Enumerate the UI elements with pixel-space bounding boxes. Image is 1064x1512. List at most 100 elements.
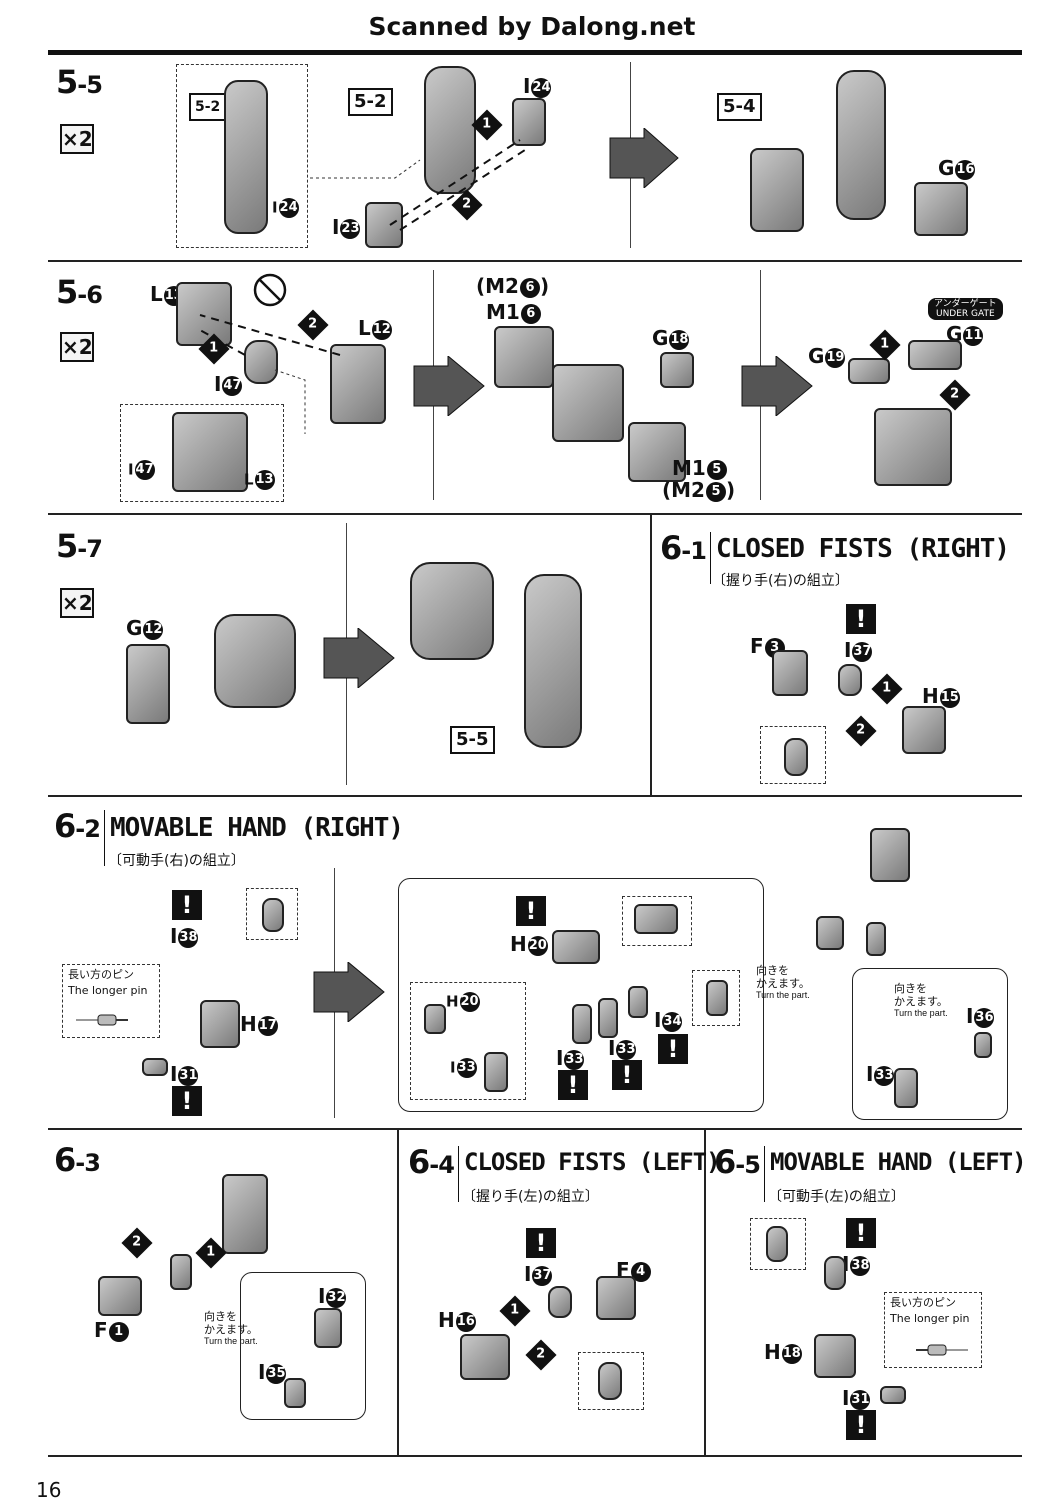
detail-box <box>750 1218 806 1270</box>
ball-joint-part <box>262 898 284 932</box>
step-6-1-number: 6-1 <box>660 529 707 567</box>
finger-part <box>628 986 648 1018</box>
cover-part <box>628 422 686 482</box>
turn-note: 向きをかえます。Turn the part. <box>204 1310 258 1347</box>
finger-part <box>866 922 886 956</box>
step-6-5-number: 6-5 <box>714 1143 761 1181</box>
small-part <box>142 1058 168 1076</box>
step-5-6-number: 5-6 <box>56 273 103 311</box>
column-divider <box>397 1128 399 1455</box>
palm-part <box>424 1004 446 1034</box>
order-mark: 1 <box>499 1295 531 1327</box>
caution-icon: ! <box>516 896 546 926</box>
step-6-1-subtitle: 〔握り手(右)の組立〕 <box>712 573 849 589</box>
assembly-guides <box>199 314 341 434</box>
small-part <box>284 1378 306 1408</box>
row-divider <box>48 260 1022 262</box>
hand-assembly-part <box>870 828 910 882</box>
step-6-4-title: CLOSED FISTS (LEFT) <box>464 1148 721 1176</box>
detail-box <box>578 1352 644 1410</box>
multiplier-badge: ×2 <box>60 124 94 154</box>
flow-arrow <box>323 628 395 688</box>
frame-part <box>330 344 386 424</box>
caution-icon: ! <box>846 604 876 634</box>
detail-box <box>692 970 740 1026</box>
hand-part <box>596 1276 636 1320</box>
step-6-4-number: 6-4 <box>408 1143 455 1181</box>
caution-icon: ! <box>526 1228 556 1258</box>
order-mark: 2 <box>525 1339 557 1371</box>
ball-joint-part <box>766 1226 788 1262</box>
caution-icon: ! <box>846 1410 876 1440</box>
turn-note: 向きをかえます。Turn the part. <box>894 982 948 1019</box>
flow-arrow <box>313 962 385 1022</box>
cover-part <box>494 326 554 388</box>
flow-arrow <box>413 356 485 416</box>
hand-part <box>460 1334 510 1380</box>
step-6-2-title: MOVABLE HAND (RIGHT) <box>110 813 404 843</box>
finger-part <box>816 916 844 950</box>
pin-icon <box>76 1014 128 1026</box>
armor-part <box>914 182 968 236</box>
longer-pin-note-box <box>884 1292 982 1368</box>
detail-box <box>246 888 298 940</box>
no-cut-icon <box>253 273 287 307</box>
small-part <box>660 352 694 388</box>
caution-icon: ! <box>558 1070 588 1100</box>
longer-pin-note-jp: 長い方のピン <box>68 968 134 981</box>
caution-icon: ! <box>846 1218 876 1248</box>
row-divider <box>48 1128 1022 1130</box>
column-divider <box>650 513 652 795</box>
finger-part <box>894 1068 918 1108</box>
joint-part <box>244 340 278 384</box>
longer-pin-note-en: The longer pin <box>890 1312 970 1325</box>
flow-arrow <box>609 128 679 188</box>
thumb-callout <box>852 968 1008 1120</box>
step-6-5-subtitle: 〔可動手(左)の組立〕 <box>768 1189 905 1205</box>
step-5-5-number: 5-5 <box>56 63 103 101</box>
hand-part <box>902 706 946 754</box>
palm-part <box>634 904 678 934</box>
hand-cover-part <box>98 1276 142 1316</box>
order-mark: 2 <box>939 379 971 411</box>
palm-part <box>814 1334 856 1378</box>
detail-box <box>176 64 308 248</box>
finger-part <box>598 998 618 1038</box>
ball-joint-part <box>548 1286 572 1318</box>
small-part <box>512 98 546 146</box>
order-mark: 2 <box>845 715 877 747</box>
page-number: 16 <box>36 1478 62 1502</box>
pin-icon <box>916 1344 968 1356</box>
small-part <box>908 340 962 370</box>
small-part <box>365 202 403 248</box>
step-6-4-subtitle: 〔握り手(左)の組立〕 <box>462 1189 599 1205</box>
order-mark: 1 <box>871 673 903 705</box>
reference-tag: 5-4 <box>717 93 762 121</box>
scan-credit: Scanned by Dalong.net <box>368 12 696 41</box>
detail-box <box>760 726 826 784</box>
caution-icon: ! <box>172 890 202 920</box>
order-mark: 2 <box>121 1227 153 1259</box>
finger-part <box>706 980 728 1016</box>
hand-part <box>772 650 808 696</box>
frame-part <box>172 412 248 492</box>
ball-joint-part <box>824 1256 846 1290</box>
